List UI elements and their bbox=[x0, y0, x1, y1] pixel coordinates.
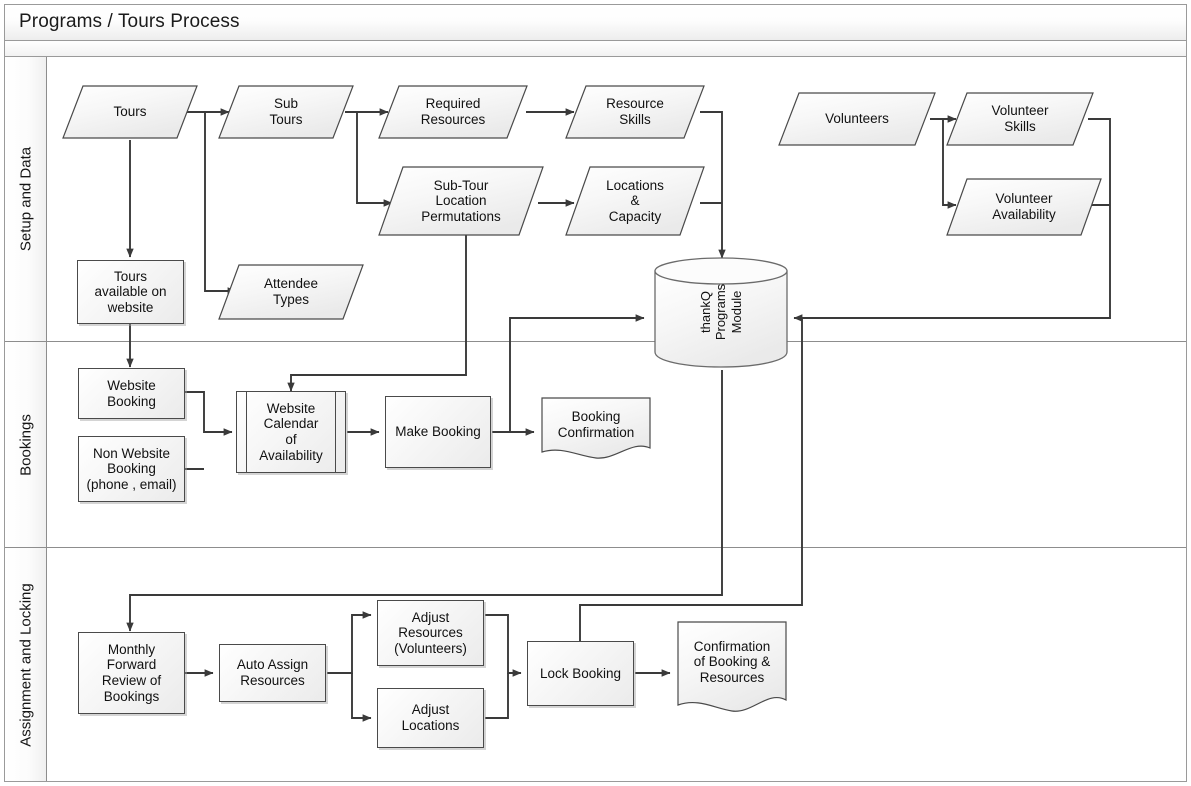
title-underband bbox=[5, 41, 1186, 57]
node-label: Volunteer Skills bbox=[991, 103, 1049, 134]
node-adjust-resources-volunteers[interactable]: Adjust Resources (Volunteers) bbox=[377, 600, 484, 666]
lane-label-assignment-and-locking: Assignment and Locking bbox=[17, 582, 34, 747]
node-required-resources[interactable]: Required Resources bbox=[378, 83, 528, 141]
node-non-website-booking[interactable]: Non Website Booking (phone , email) bbox=[78, 436, 185, 502]
node-sub-tour-location-permutations[interactable]: Sub-Tour Location Permutations bbox=[378, 164, 544, 238]
node-label: Booking Confirmation bbox=[557, 409, 635, 440]
node-label: Monthly Forward Review of Bookings bbox=[101, 641, 162, 704]
node-lock-booking[interactable]: Lock Booking bbox=[527, 641, 634, 706]
title-bar: Programs / Tours Process bbox=[5, 5, 1186, 41]
node-tours[interactable]: Tours bbox=[62, 83, 198, 141]
lane-label-bookings: Bookings bbox=[17, 413, 34, 476]
node-confirmation-of-booking-and-resources[interactable]: Confirmation of Booking & Resources bbox=[676, 620, 788, 716]
node-attendee-types[interactable]: Attendee Types bbox=[218, 262, 364, 322]
node-label: Adjust Locations bbox=[401, 702, 460, 733]
page-title: Programs / Tours Process bbox=[19, 11, 240, 32]
node-label: Non Website Booking (phone , email) bbox=[86, 445, 177, 492]
node-label: Adjust Resources (Volunteers) bbox=[394, 609, 467, 656]
node-label: Confirmation of Booking & Resources bbox=[693, 638, 771, 685]
node-label: thankQ Programs Module bbox=[698, 283, 744, 340]
node-resource-skills[interactable]: Resource Skills bbox=[565, 83, 705, 141]
node-volunteer-availability[interactable]: Volunteer Availability bbox=[946, 176, 1102, 238]
node-tours-available-on-website[interactable]: Tours available on website bbox=[77, 260, 184, 324]
node-label: Volunteers bbox=[825, 111, 889, 127]
node-label: Lock Booking bbox=[539, 665, 622, 681]
node-label: Auto Assign Resources bbox=[236, 657, 309, 688]
node-label: Volunteer Availability bbox=[992, 191, 1056, 222]
node-thankq-programs-module[interactable]: thankQ Programs Module bbox=[653, 255, 789, 368]
lane-header-bookings: Bookings bbox=[5, 342, 47, 547]
node-label: Locations & Capacity bbox=[606, 177, 664, 224]
lane-header-setup-and-data: Setup and Data bbox=[5, 57, 47, 341]
node-label: Sub Tours bbox=[269, 96, 303, 127]
node-adjust-locations[interactable]: Adjust Locations bbox=[377, 688, 484, 748]
node-label: Resource Skills bbox=[606, 96, 664, 127]
node-locations-capacity[interactable]: Locations & Capacity bbox=[565, 164, 705, 238]
node-volunteer-skills[interactable]: Volunteer Skills bbox=[946, 90, 1094, 148]
node-sub-tours[interactable]: Sub Tours bbox=[218, 83, 354, 141]
node-label: Attendee Types bbox=[263, 276, 319, 307]
node-volunteers[interactable]: Volunteers bbox=[778, 90, 936, 148]
node-label: Required Resources bbox=[420, 96, 486, 127]
lane-header-assignment-and-locking: Assignment and Locking bbox=[5, 548, 47, 781]
node-label: Sub-Tour Location Permutations bbox=[421, 177, 501, 224]
node-label: Tours available on website bbox=[94, 268, 167, 315]
node-label: Website Booking bbox=[107, 377, 156, 409]
node-website-booking[interactable]: Website Booking bbox=[78, 368, 185, 419]
node-booking-confirmation[interactable]: Booking Confirmation bbox=[540, 396, 652, 462]
node-auto-assign-resources[interactable]: Auto Assign Resources bbox=[219, 644, 326, 702]
node-make-booking[interactable]: Make Booking bbox=[385, 396, 491, 468]
node-monthly-forward-review-of-bookings[interactable]: Monthly Forward Review of Bookings bbox=[78, 632, 185, 714]
node-label: Website Calendar of Availability bbox=[259, 400, 323, 463]
node-label: Make Booking bbox=[395, 424, 481, 440]
node-label: Tours bbox=[113, 104, 147, 120]
node-website-calendar-of-availability[interactable]: Website Calendar of Availability bbox=[236, 391, 346, 473]
lane-label-setup-and-data: Setup and Data bbox=[17, 146, 34, 252]
